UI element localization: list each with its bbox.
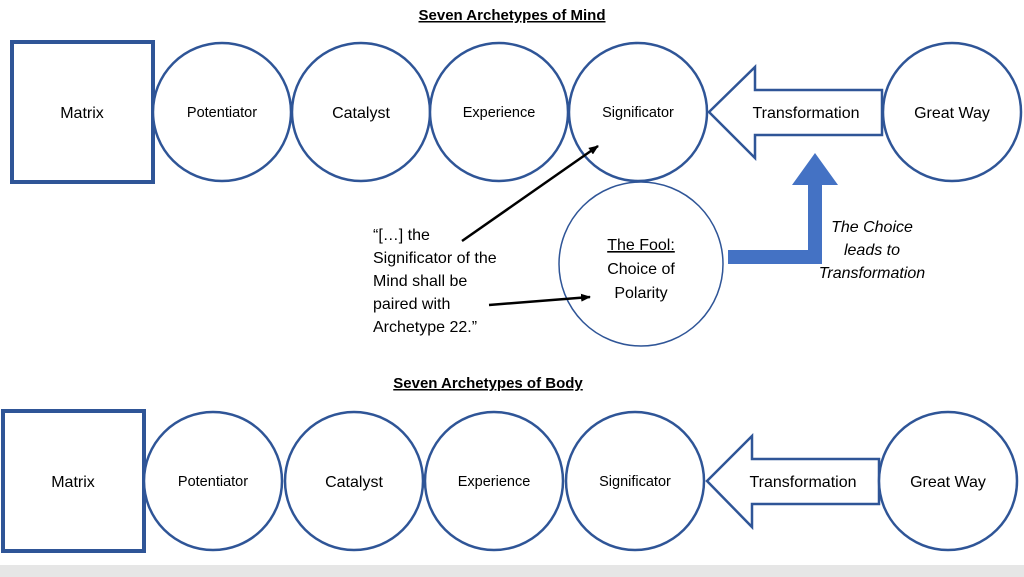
quote-line: “[…] the (373, 227, 430, 244)
fool-circle (558, 181, 724, 347)
body-potentiator-label: Potentiator (178, 474, 248, 490)
caption-line: The Choice (831, 219, 913, 236)
mind-catalyst-label: Catalyst (332, 105, 390, 122)
body-significator-node[interactable]: Significator (564, 410, 706, 552)
mind-significator-label: Significator (602, 105, 674, 121)
body-potentiator-node[interactable]: Potentiator (142, 410, 284, 552)
significator-circle (567, 41, 709, 183)
mind-transformation-label: Transformation (753, 105, 860, 122)
mind-significator-node[interactable]: Significator (567, 41, 709, 183)
great-way-circle (881, 41, 1023, 183)
great-way-circle (877, 410, 1019, 552)
pointer-arrow-to-significator (461, 144, 599, 243)
body-title: Seven Archetypes of Body (393, 375, 583, 392)
body-great-way-node[interactable]: Great Way (877, 410, 1019, 552)
body-catalyst-label: Catalyst (325, 474, 383, 491)
mind-matrix-node[interactable]: Matrix (10, 40, 155, 184)
quote-line: Archetype 22.” (373, 319, 477, 336)
body-great-way-label: Great Way (910, 474, 986, 491)
body-significator-label: Significator (599, 474, 671, 490)
footer-band (0, 565, 1024, 577)
mind-experience-node[interactable]: Experience (428, 41, 570, 183)
mind-matrix-label: Matrix (60, 105, 104, 122)
mind-great-way-label: Great Way (914, 105, 990, 122)
body-matrix-node[interactable]: Matrix (1, 409, 146, 553)
pointer-arrow-to-fool (488, 293, 591, 307)
experience-circle (423, 410, 565, 552)
body-experience-label: Experience (458, 474, 531, 490)
catalyst-circle (283, 410, 425, 552)
potentiator-circle (142, 410, 284, 552)
body-experience-node[interactable]: Experience (423, 410, 565, 552)
fool-line-3: Polarity (614, 285, 667, 302)
body-transformation-label: Transformation (750, 474, 857, 491)
mind-transformation-arrow[interactable]: Transformation (707, 64, 884, 162)
mind-potentiator-node[interactable]: Potentiator (151, 41, 293, 183)
mind-catalyst-node[interactable]: Catalyst (290, 41, 432, 183)
quote-line: Mind shall be (373, 273, 467, 290)
significator-circle (564, 410, 706, 552)
fool-node[interactable]: The Fool: Choice of Polarity (558, 181, 724, 347)
body-catalyst-node[interactable]: Catalyst (283, 410, 425, 552)
body-transformation-arrow[interactable]: Transformation (705, 432, 881, 531)
mind-potentiator-label: Potentiator (187, 105, 257, 121)
matrix-square (10, 40, 155, 184)
matrix-square (1, 409, 146, 553)
quote-line: Significator of the (373, 250, 497, 267)
caption-line: leads to (844, 242, 900, 259)
choice-caption: The Choice leads to Transformation (819, 219, 926, 282)
quote-annotation: “[…] the Significator of the Mind shall … (373, 227, 497, 336)
quote-line: paired with (373, 296, 450, 313)
body-matrix-label: Matrix (51, 474, 95, 491)
mind-experience-label: Experience (463, 105, 536, 121)
caption-line: Transformation (819, 265, 926, 282)
fool-heading: The Fool: (607, 237, 675, 254)
mind-great-way-node[interactable]: Great Way (881, 41, 1023, 183)
choice-arrow (728, 153, 838, 264)
mind-title: Seven Archetypes of Mind (419, 7, 606, 24)
fool-line-2: Choice of (607, 261, 675, 278)
